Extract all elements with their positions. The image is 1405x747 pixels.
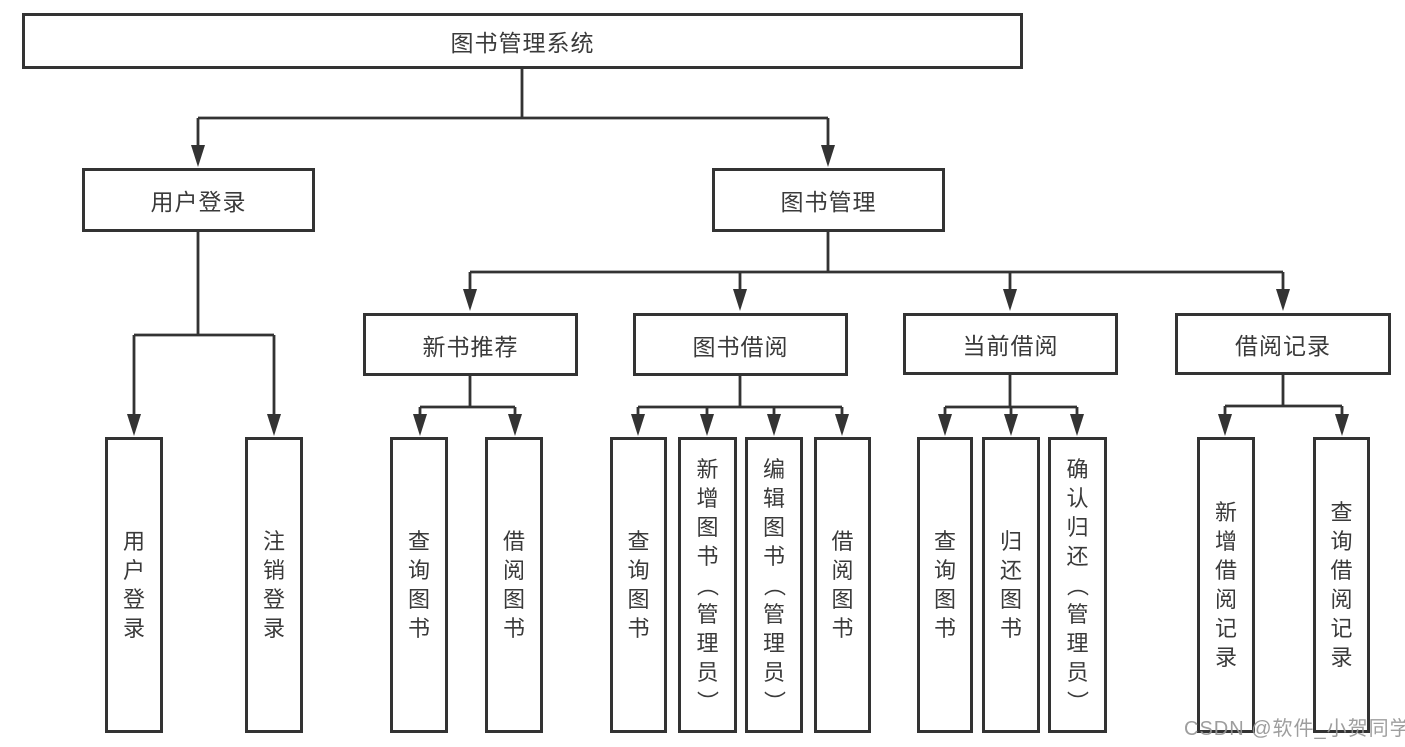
leaf-recommend-query-books-label: 查询图书 (407, 529, 430, 641)
leaf-add-books-admin: 新增图书（管理员） (678, 437, 737, 733)
node-library-system-label: 图书管理系统 (450, 30, 595, 56)
node-borrowing-records: 借阅记录 (1175, 313, 1391, 375)
node-current-borrowing-label: 当前借阅 (962, 333, 1059, 359)
leaf-confirm-return-admin: 确认归还（管理员） (1048, 437, 1107, 733)
csdn-watermark: CSDN @软件_小贺同学 (1184, 718, 1405, 740)
node-new-book-recommend-label: 新书推荐 (422, 333, 519, 360)
node-book-borrowing-label: 图书借阅 (692, 333, 789, 360)
node-user-login: 用户登录 (82, 168, 315, 232)
leaf-return-books: 归还图书 (982, 437, 1040, 733)
leaf-user-login: 用户登录 (105, 437, 163, 733)
leaf-recommend-query-books: 查询图书 (390, 437, 448, 733)
leaf-recommend-borrow-books: 借阅图书 (485, 437, 543, 733)
node-book-management: 图书管理 (712, 168, 945, 232)
node-borrowing-records-label: 借阅记录 (1235, 333, 1331, 359)
leaf-borrowing-query-books: 查询图书 (610, 437, 667, 733)
leaf-add-borrow-record-label: 新增借阅记录 (1214, 500, 1237, 670)
node-user-login-label: 用户登录 (150, 189, 247, 215)
arrowheads (127, 145, 1349, 436)
leaf-borrowing-query-books-label: 查询图书 (627, 529, 650, 641)
leaf-borrowing-borrow-books: 借阅图书 (814, 437, 871, 733)
leaf-query-borrow-record-label: 查询借阅记录 (1330, 500, 1353, 670)
leaf-recommend-borrow-books-label: 借阅图书 (502, 529, 525, 641)
leaf-edit-books-admin-label: 编辑图书（管理员） (761, 456, 787, 713)
leaf-add-borrow-record: 新增借阅记录 (1197, 437, 1255, 733)
leaf-user-login-label: 用户登录 (122, 529, 145, 641)
node-library-system: 图书管理系统 (22, 13, 1023, 69)
node-book-borrowing: 图书借阅 (633, 313, 848, 376)
leaf-query-borrow-record: 查询借阅记录 (1313, 437, 1370, 733)
leaf-current-query-books: 查询图书 (917, 437, 973, 733)
leaf-borrowing-borrow-books-label: 借阅图书 (831, 529, 854, 641)
leaf-return-books-label: 归还图书 (999, 529, 1022, 641)
node-current-borrowing: 当前借阅 (903, 313, 1118, 375)
node-book-management-label: 图书管理 (780, 189, 877, 215)
node-new-book-recommend: 新书推荐 (363, 313, 578, 376)
leaf-edit-books-admin: 编辑图书（管理员） (745, 437, 803, 733)
leaf-confirm-return-admin-label: 确认归还（管理员） (1064, 456, 1090, 713)
leaf-logout-label: 注销登录 (262, 529, 285, 641)
leaf-add-books-admin-label: 新增图书（管理员） (694, 456, 720, 713)
leaf-logout: 注销登录 (245, 437, 303, 733)
leaf-current-query-books-label: 查询图书 (933, 529, 956, 641)
